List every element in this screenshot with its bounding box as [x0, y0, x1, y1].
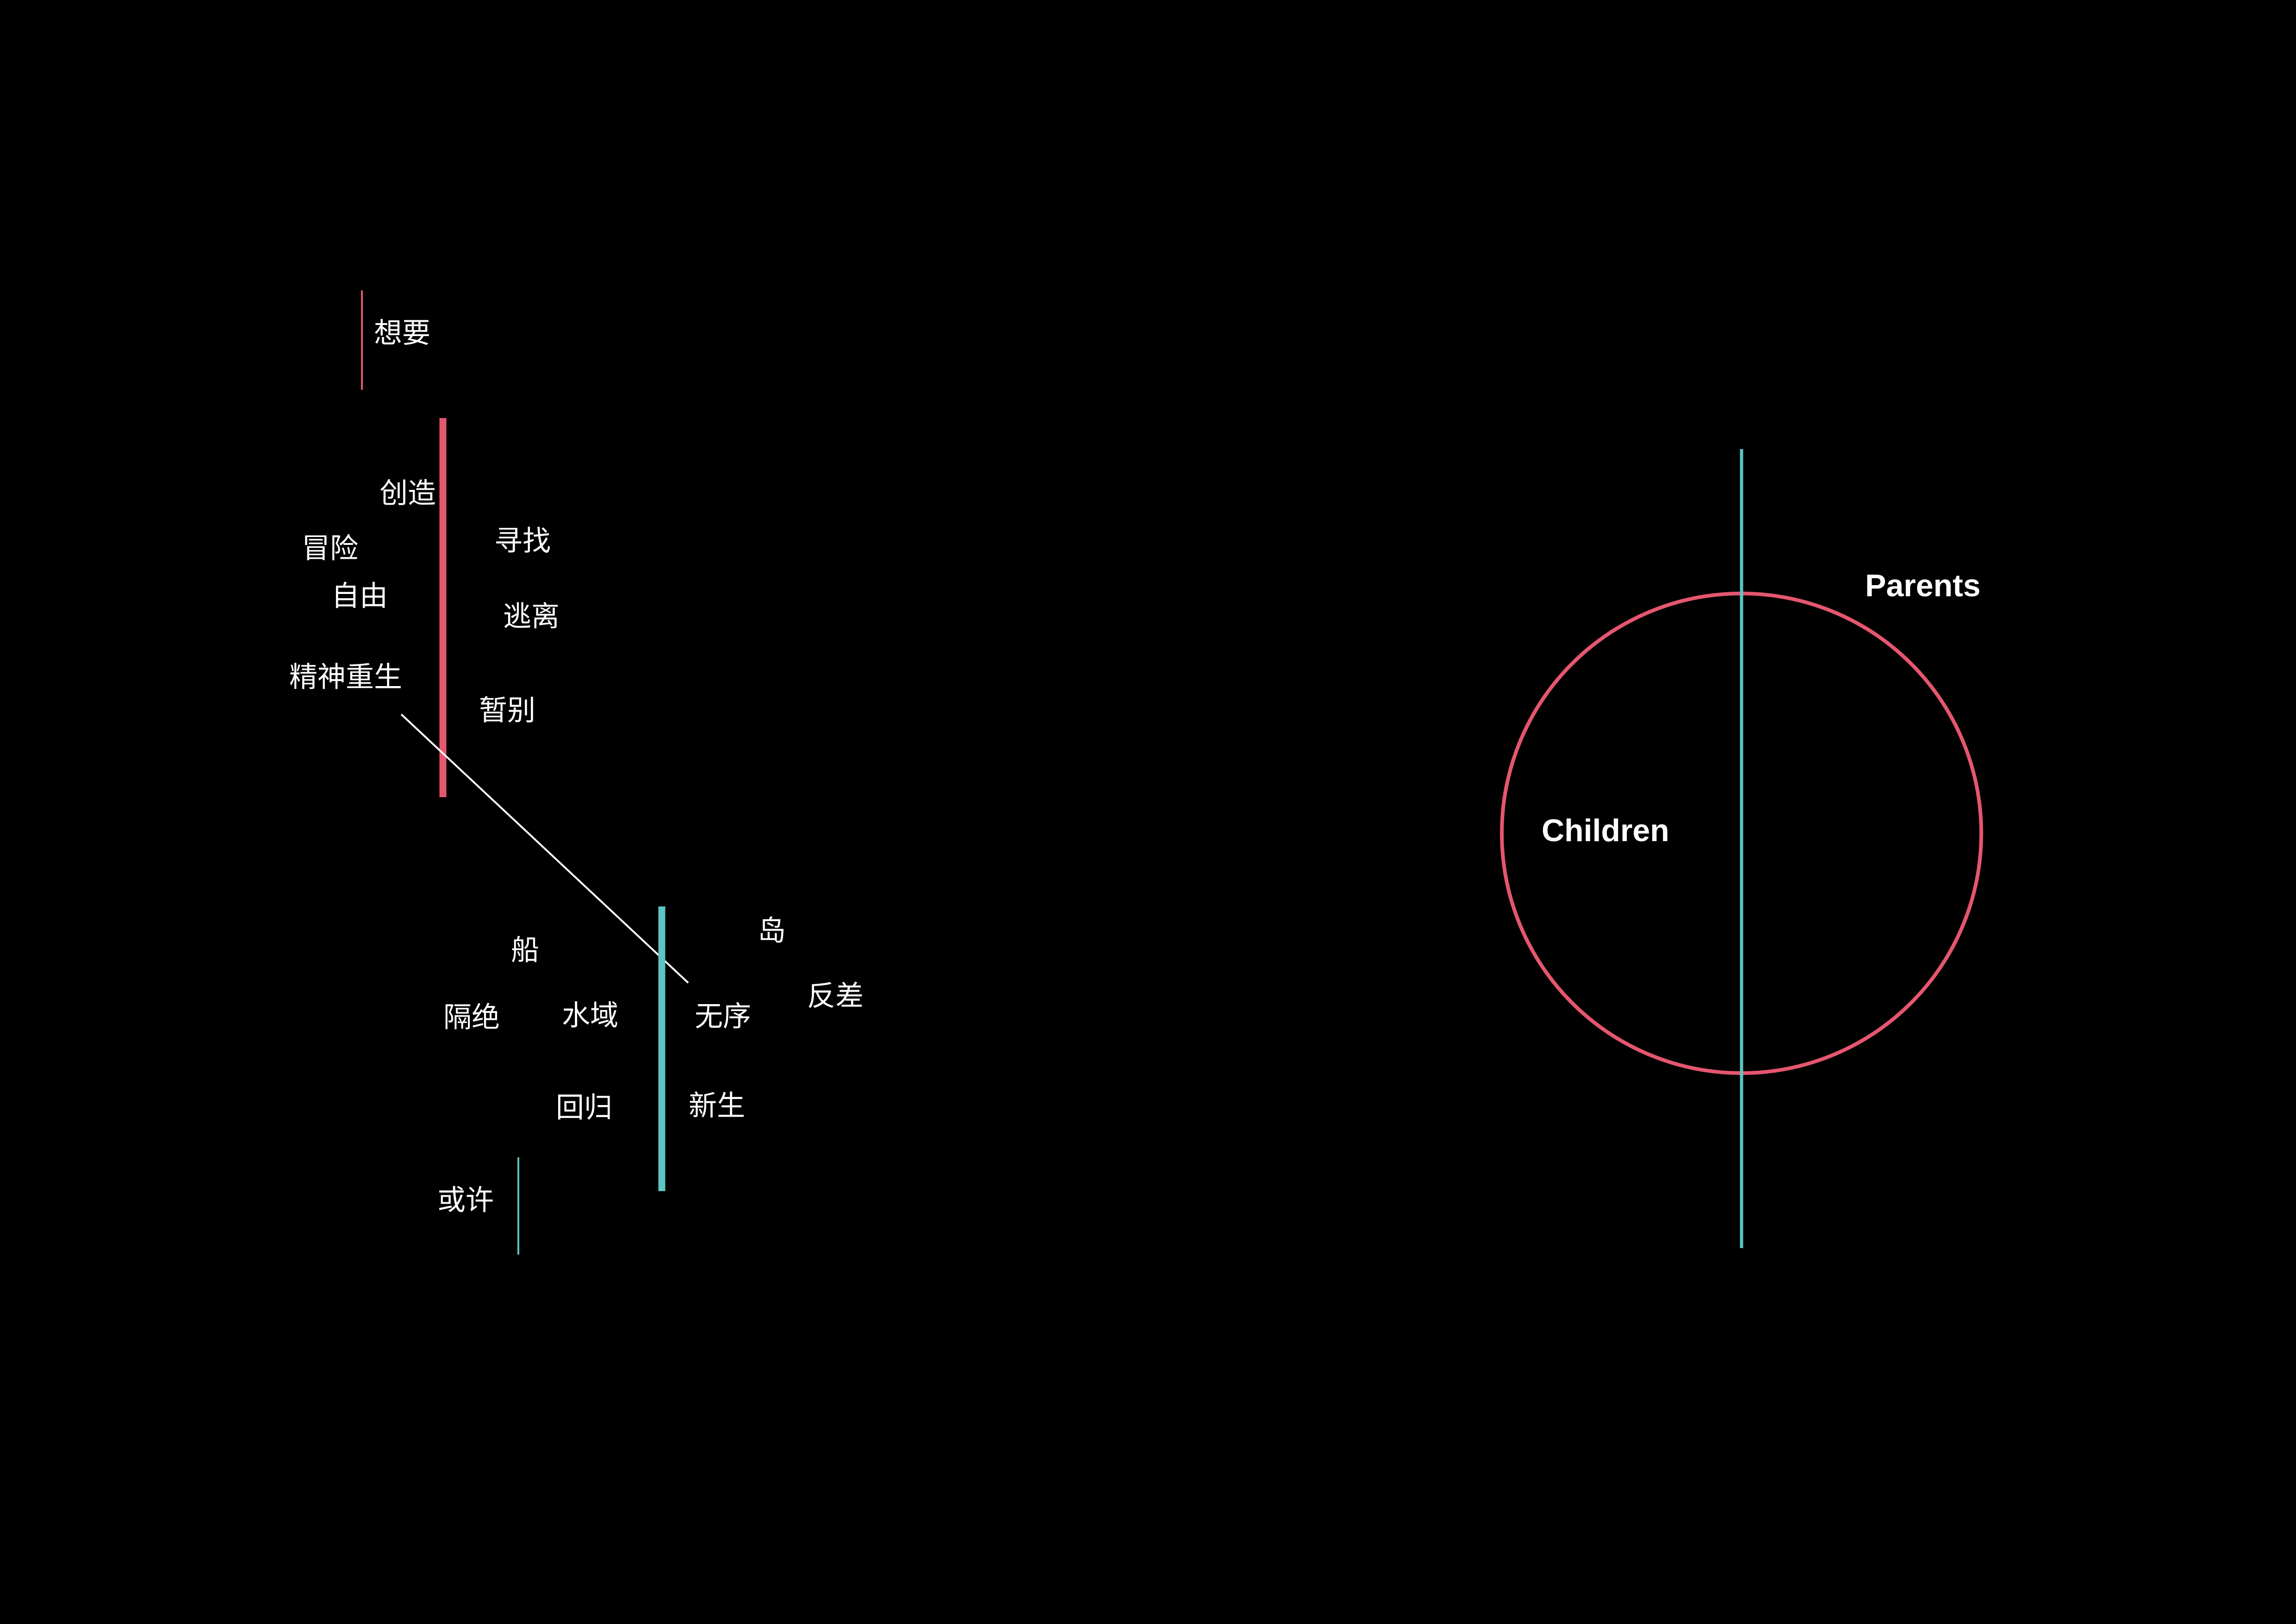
word-waters: 水域 — [562, 999, 618, 1032]
label-children: Children — [1542, 813, 1669, 848]
word-return: 回归 — [556, 1091, 612, 1124]
word-farewell: 暂别 — [479, 694, 535, 727]
word-escape: 逃离 — [503, 600, 560, 633]
word-new-life: 新生 — [689, 1089, 745, 1122]
word-spiritual-rebirth: 精神重生 — [289, 661, 402, 693]
word-adventure: 冒险 — [302, 532, 358, 565]
label-want: 想要 — [374, 317, 430, 350]
word-freedom: 自由 — [331, 580, 388, 612]
word-island: 岛 — [758, 914, 786, 947]
left-diagram: 想要 创造 冒险 自由 精神重生 寻找 逃离 暂别 船 隔绝 水域 回归 岛 无… — [289, 290, 864, 1255]
word-boat: 船 — [511, 934, 539, 967]
right-diagram: Parents Children — [1500, 449, 1983, 1248]
diagonal-connector — [400, 713, 689, 984]
word-seek: 寻找 — [494, 525, 551, 557]
word-isolation: 隔绝 — [443, 1001, 500, 1034]
word-contrast: 反差 — [807, 980, 864, 1012]
label-parents: Parents — [1865, 568, 1980, 603]
word-create: 创造 — [380, 477, 436, 510]
label-perhaps: 或许 — [437, 1184, 494, 1217]
word-disorder: 无序 — [695, 1000, 751, 1033]
